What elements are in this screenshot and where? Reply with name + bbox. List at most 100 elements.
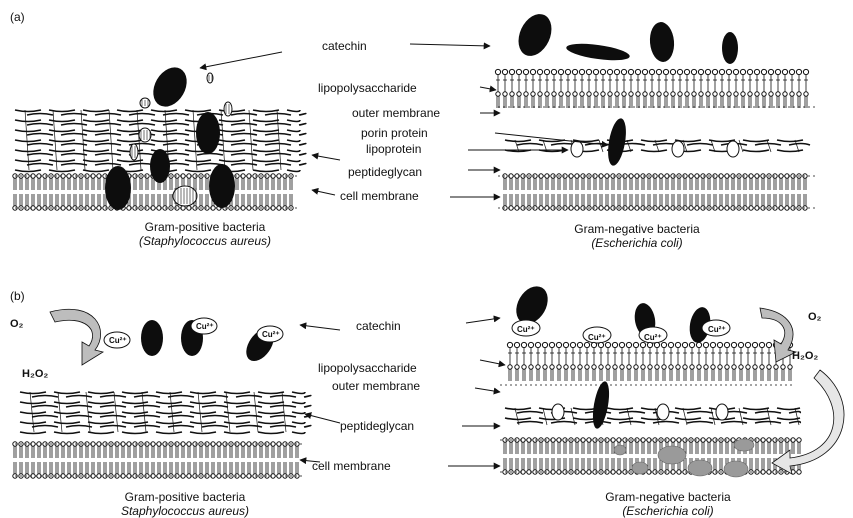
- peptidoglycan-strand: [505, 408, 800, 410]
- lipid-tail: [74, 178, 76, 190]
- b-left-bilayer: [13, 442, 299, 478]
- lipid-tail: [784, 96, 786, 108]
- lps-chain: [599, 348, 603, 365]
- lipid-tail: [170, 194, 172, 206]
- lipid-tail: [602, 96, 604, 108]
- lipid-tail: [56, 446, 58, 458]
- lipid-tail: [528, 178, 530, 190]
- caption-a-gram-positive-name: Gram-positive bacteria: [145, 220, 266, 234]
- lipid-head: [720, 92, 724, 96]
- lipid-tail: [642, 442, 644, 454]
- lipid-tail: [32, 178, 34, 190]
- caption-a-gram-positive-species: (Staphylococcus aureus): [90, 234, 320, 248]
- lipid-head: [524, 92, 528, 96]
- lipid-tail: [152, 194, 154, 206]
- lipid-tail: [516, 178, 518, 190]
- lipid-tail: [750, 458, 752, 470]
- lipid-tail: [740, 369, 742, 381]
- lipid-tail: [567, 96, 569, 108]
- lipid-head: [753, 365, 757, 369]
- lipid-tail: [564, 194, 566, 206]
- lipid-tail: [544, 369, 546, 381]
- lipid-tail: [158, 446, 160, 458]
- lipid-head: [783, 92, 787, 96]
- lipid-head: [732, 365, 736, 369]
- lps-sugar-head: [724, 342, 729, 347]
- lipid-head: [685, 92, 689, 96]
- lipid-head: [760, 365, 764, 369]
- lps-chain: [615, 75, 619, 92]
- lipid-tail: [588, 178, 590, 190]
- lps-sugar-head: [614, 69, 619, 74]
- chem-o2-right: O₂: [808, 311, 821, 323]
- lps-chain: [503, 75, 507, 92]
- lipid-head: [692, 92, 696, 96]
- lipid-head: [746, 365, 750, 369]
- label-b-lipopolysaccharide: lipopolysaccharide: [318, 362, 417, 375]
- lipid-tail: [504, 96, 506, 108]
- lps-chain: [510, 75, 514, 92]
- lipid-tail: [272, 178, 274, 190]
- lipid-tail: [522, 194, 524, 206]
- lps-chain: [713, 75, 717, 92]
- lipid-tail: [158, 194, 160, 206]
- lipid-tail: [684, 369, 686, 381]
- lps-sugar-head: [719, 69, 724, 74]
- a-left-catechin-3: [150, 149, 170, 183]
- lipid-tail: [708, 442, 710, 454]
- lipid-tail: [122, 446, 124, 458]
- lipid-tail: [564, 442, 566, 454]
- lipid-tail: [777, 96, 779, 108]
- lipid-head: [573, 92, 577, 96]
- lipid-head: [781, 365, 785, 369]
- lipid-tail: [98, 194, 100, 206]
- lps-sugar-head: [738, 342, 743, 347]
- lipid-tail: [272, 462, 274, 474]
- lipid-tail: [44, 194, 46, 206]
- lps-sugar-head: [803, 69, 808, 74]
- lipid-tail: [170, 446, 172, 458]
- peptidoglycan-strand: [15, 130, 300, 132]
- lipid-tail: [696, 194, 698, 206]
- lipid-tail: [684, 194, 686, 206]
- lipid-tail: [206, 194, 208, 206]
- a-right-catechin-3: [648, 21, 675, 63]
- lps-chain: [734, 75, 738, 92]
- lipid-tail: [194, 446, 196, 458]
- b-right-redox-arrow-2: [772, 370, 844, 474]
- lps-chain: [557, 348, 561, 365]
- lipid-tail: [721, 96, 723, 108]
- lps-sugar-head: [661, 342, 666, 347]
- lipid-tail: [278, 462, 280, 474]
- lipid-tail: [551, 369, 553, 381]
- lipid-tail: [705, 369, 707, 381]
- lps-chain: [746, 348, 750, 365]
- lipid-tail: [158, 462, 160, 474]
- lipid-tail: [290, 194, 292, 206]
- lipid-tail: [595, 96, 597, 108]
- lps-sugar-head: [766, 342, 771, 347]
- peptidoglycan-strand: [32, 416, 311, 418]
- lipid-tail: [614, 369, 616, 381]
- a-left-catechin-2: [196, 112, 220, 154]
- lipid-tail: [546, 96, 548, 108]
- lipid-tail: [523, 369, 525, 381]
- lps-chain: [564, 348, 568, 365]
- lipid-tail: [80, 446, 82, 458]
- peptidoglycan-crosslink: [683, 408, 687, 425]
- lipid-tail: [278, 194, 280, 206]
- caption-b-gram-positive-species: Staphylococcus aureus): [70, 504, 300, 518]
- lps-sugar-head: [628, 69, 633, 74]
- peptidoglycan-strand: [32, 426, 311, 428]
- lipid-tail: [552, 458, 554, 470]
- lipid-tail: [642, 369, 644, 381]
- lipid-head: [634, 365, 638, 369]
- lipid-tail: [572, 369, 574, 381]
- lipid-tail: [284, 446, 286, 458]
- lipid-head: [606, 365, 610, 369]
- lps-chain: [606, 348, 610, 365]
- lps-chain: [797, 75, 801, 92]
- lipid-head: [676, 365, 680, 369]
- lipid-tail: [98, 178, 100, 190]
- lipid-tail: [32, 194, 34, 206]
